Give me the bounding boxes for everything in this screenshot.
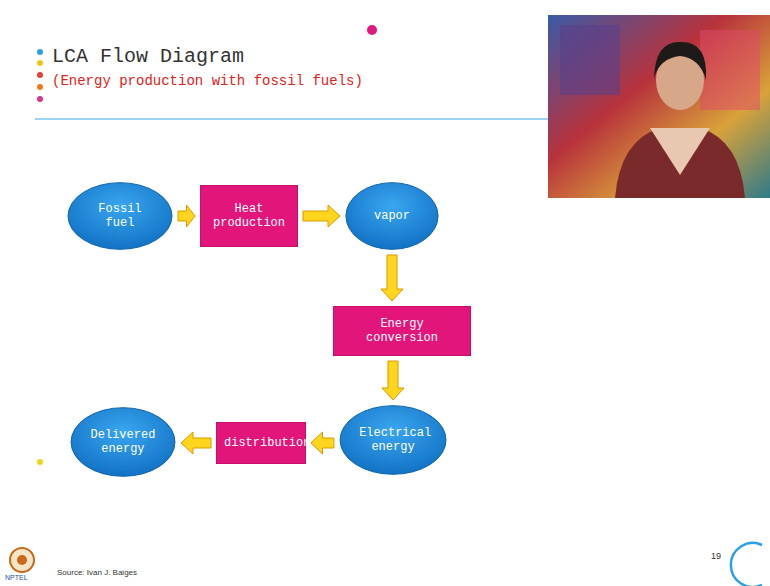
accent-dot [367, 25, 377, 35]
flow-ellipse: Fossil fuel [67, 182, 173, 250]
node-text: distribution [224, 436, 298, 450]
flow-ellipse: Delivered energy [70, 407, 176, 477]
bullet-dot [37, 60, 43, 66]
logo-text: NPTEL [5, 574, 28, 581]
flow-arrow [303, 205, 340, 227]
process-box: Heat production [200, 185, 298, 247]
node-text: Energy conversion [341, 317, 463, 345]
node-text: Heat production [208, 202, 290, 230]
flow-arrow [181, 432, 211, 454]
corner-arc [731, 543, 762, 586]
page-number: 19 [711, 551, 721, 561]
accent-dot [37, 459, 43, 465]
flow-ellipse: Electrical energy [339, 405, 447, 475]
node-text: vapor [374, 209, 410, 223]
node-text: Delivered energy [90, 428, 156, 456]
video-inset [548, 15, 770, 198]
node-text: Fossil fuel [87, 202, 153, 230]
slide-subtitle: (Energy production with fossil fuels) [52, 73, 363, 89]
process-box: distribution [216, 422, 306, 464]
bullet-dot [37, 49, 43, 55]
nptel-logo [10, 548, 34, 572]
flow-arrow [382, 361, 404, 400]
flow-ellipse: vapor [345, 182, 439, 250]
rule-line [35, 118, 548, 120]
bullet-dot [37, 72, 43, 78]
source-note: Source: Ivan J. Baiges [57, 568, 137, 577]
process-box: Energy conversion [333, 306, 471, 356]
slide-title: LCA Flow Diagram [52, 45, 244, 68]
node-text: Electrical energy [359, 426, 427, 454]
flow-arrow [311, 432, 334, 454]
flow-arrow [381, 255, 403, 301]
bullet-dot [37, 84, 43, 90]
flow-arrow [178, 205, 195, 227]
bullet-dot [37, 96, 43, 102]
